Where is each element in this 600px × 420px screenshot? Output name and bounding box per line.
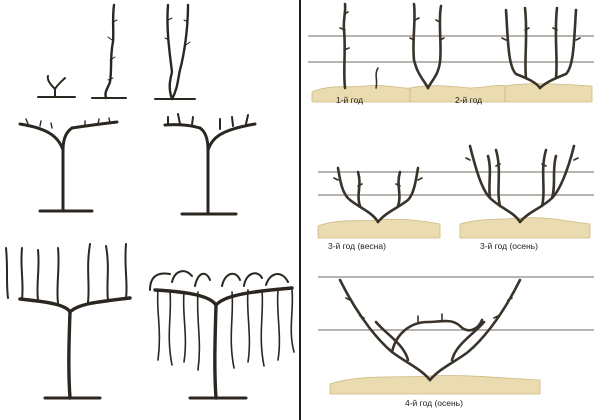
- vine-year2-formed: [501, 6, 581, 90]
- left-stage-single-shoot: [91, 3, 127, 100]
- soil-mound: [504, 83, 593, 103]
- caption-year1: 1-й год: [336, 95, 363, 105]
- left-stage-spurs: [163, 113, 257, 216]
- caption-year3-autumn: 3-й год (осень): [480, 241, 538, 251]
- vine-year3-autumn: [465, 144, 579, 224]
- left-stage-cutting: [37, 75, 76, 98]
- left-panel: [5, 3, 295, 400]
- soil-mound: [329, 375, 541, 395]
- caption-year2: 2-й год: [455, 95, 482, 105]
- right-panel: 1-й год 2-й год 3-й год (весна) 3-й год …: [308, 2, 594, 408]
- left-stage-vertical-canes: [5, 243, 132, 400]
- soil-mound: [459, 217, 591, 239]
- vine-year3-spring: [333, 166, 423, 224]
- left-stage-hanging-canopy: [149, 270, 295, 400]
- vine-year4-autumn: [338, 278, 522, 382]
- vine-year1: [339, 2, 379, 90]
- left-stage-t-trunk: [18, 117, 119, 213]
- caption-year3-spring: 3-й год (весна): [328, 241, 386, 251]
- caption-year4-autumn: 4-й год (осень): [405, 398, 463, 408]
- soil-mound: [317, 218, 441, 239]
- vine-year2: [409, 2, 445, 90]
- left-stage-two-shoots: [154, 3, 196, 101]
